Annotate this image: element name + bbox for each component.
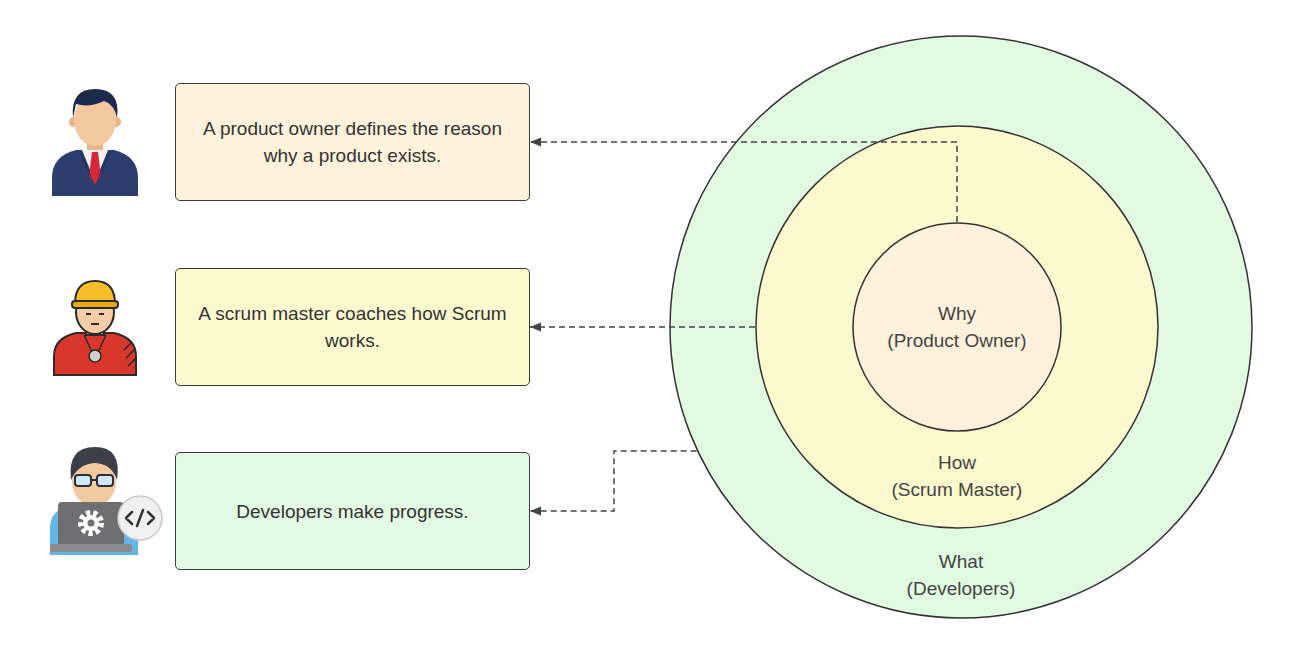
- owner-lapel: [78, 150, 95, 186]
- text-block: Developers make progress.: [198, 498, 508, 525]
- coach-shirt: [54, 333, 136, 375]
- dashed-connector: [530, 451, 697, 511]
- text-block: A scrum master coaches how Scrum works.: [198, 300, 508, 354]
- role-box: A scrum master coaches how Scrum works.: [175, 268, 530, 386]
- text-block: How(Scrum Master): [755, 449, 1159, 503]
- role-box: A product owner defines the reason why a…: [175, 83, 530, 201]
- circle-label: What: [669, 548, 1253, 575]
- laptop-base: [50, 544, 132, 552]
- circle-label: (Product Owner): [852, 327, 1062, 354]
- coach-features: [86, 314, 104, 324]
- how-circle: How(Scrum Master) Why(Product Owner): [755, 125, 1159, 529]
- why-circle: Why(Product Owner): [852, 222, 1062, 432]
- role-description: A scrum master coaches how Scrum works.: [198, 300, 508, 354]
- gear-hole: [88, 520, 95, 527]
- owner-hair: [73, 89, 118, 118]
- gear-body: [83, 515, 99, 531]
- circle-shape: [853, 223, 1061, 431]
- gear-teeth: [81, 513, 101, 533]
- what-circle: What(Developers) How(Scrum Master) Why(Pro…: [669, 35, 1253, 619]
- circle-shape: [756, 126, 1158, 528]
- developer-glasses: [75, 475, 91, 486]
- circle-shape: [670, 36, 1252, 618]
- laptop-screen: [58, 502, 124, 546]
- developer-glasses: [97, 475, 113, 486]
- code-symbol: [126, 510, 154, 526]
- developer-glasses-bridge: [91, 479, 97, 481]
- code-bubble: [118, 496, 162, 540]
- owner-lapel: [95, 150, 112, 186]
- coach-cap-brim: [72, 301, 118, 308]
- circle-label: How: [755, 449, 1159, 476]
- role-description: Developers make progress.: [198, 498, 508, 525]
- owner-suit: [52, 150, 138, 196]
- text-block: A product owner defines the reason why a…: [198, 115, 508, 169]
- circle-label: (Scrum Master): [755, 476, 1159, 503]
- owner-tie: [89, 152, 101, 184]
- coach-whistle: [89, 350, 101, 362]
- circle-label: (Developers): [669, 575, 1253, 602]
- circle-label: Why: [852, 300, 1062, 327]
- text-block: What(Developers): [669, 548, 1253, 602]
- coach-sleeve-stripes: [124, 342, 136, 366]
- circle-outline: [852, 222, 1062, 432]
- text-block: Why(Product Owner): [852, 300, 1062, 354]
- role-box: Developers make progress.: [175, 452, 530, 570]
- role-description: A product owner defines the reason why a…: [198, 115, 508, 169]
